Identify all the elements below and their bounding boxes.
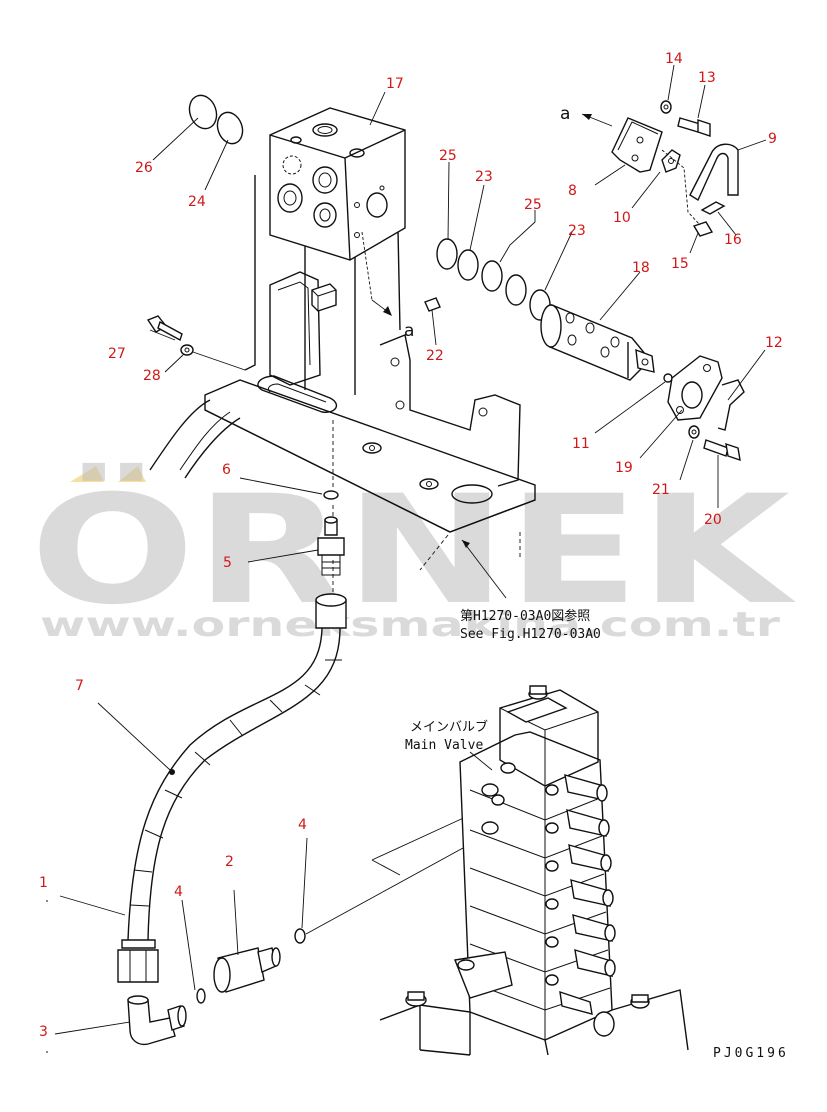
callout-labels: 17 26 24 25 23 25 23 18 22 14 13 9 8 10 …	[39, 51, 783, 1040]
reference-note-en: See Fig.H1270-03A0	[460, 627, 601, 642]
watermark-url: www.orneksmakina.com.tr	[40, 605, 780, 645]
view-marker-label-2: a	[404, 321, 414, 341]
reference-note-jp: 第H1270-03A0図参照	[460, 608, 590, 624]
callout-24: 24	[188, 194, 206, 210]
view-marker-label: a	[560, 104, 570, 124]
part-7-hose	[117, 593, 347, 983]
part-26-o-ring	[188, 94, 218, 130]
part-14-washer	[660, 100, 672, 114]
callout-23-top: 23	[475, 169, 493, 185]
part-16-clip	[700, 201, 726, 215]
callout-2: 2	[225, 854, 234, 870]
part-6-o-ring	[323, 490, 339, 500]
callout-7: 7	[75, 678, 84, 694]
part-8-bracket	[611, 117, 663, 173]
callout-27: 27	[108, 346, 126, 362]
view-marker-top: a	[560, 104, 613, 127]
part-18-spool	[540, 303, 655, 381]
watermark-accent-left	[70, 466, 104, 482]
callout-3: 3	[39, 1024, 48, 1040]
callout-14: 14	[665, 51, 683, 67]
callout-25-top: 25	[439, 148, 457, 164]
main-valve	[379, 685, 689, 1056]
part-17-valve-block	[269, 107, 406, 316]
callout-17: 17	[386, 76, 404, 92]
part-19-flange	[667, 355, 723, 421]
part-12-plate	[717, 379, 745, 431]
main-valve-label-jp: メインバルブ	[410, 719, 488, 735]
callout-22: 22	[426, 348, 444, 364]
bracket-assembly	[149, 175, 536, 599]
callout-12: 12	[765, 335, 783, 351]
callout-28: 28	[143, 368, 161, 384]
part-4-o-ring-left	[196, 988, 206, 1004]
valve-side-nuts	[481, 762, 559, 986]
part-13-bolt	[677, 117, 711, 137]
part-5-fitting	[317, 516, 345, 576]
callout-18: 18	[632, 260, 650, 276]
watermark-accent-right	[118, 466, 146, 482]
callout-11: 11	[572, 436, 590, 452]
callout-13: 13	[698, 70, 716, 86]
part-22-pin	[424, 297, 441, 312]
callout-15: 15	[671, 256, 689, 272]
part-21-washer	[688, 425, 700, 439]
part-25-backup-ring-2	[505, 274, 527, 306]
drawing-code: PJ0G196	[713, 1046, 789, 1061]
callout-25-middle: 25	[524, 197, 542, 213]
part-10-fitting	[661, 149, 681, 173]
callout-10: 10	[613, 210, 631, 226]
callout-4-left: 4	[174, 884, 183, 900]
callout-16: 16	[724, 232, 742, 248]
part-25-backup-ring	[436, 238, 503, 292]
part-20-bolt	[703, 439, 741, 462]
part-27-bolt	[146, 315, 183, 342]
watermark-brand: ÖRNEK	[30, 462, 796, 638]
part-28-washer	[180, 344, 194, 356]
callout-1: 1	[39, 875, 48, 891]
valve-spool-caps	[564, 774, 616, 977]
part-24-o-ring	[216, 111, 244, 145]
callout-8: 8	[568, 183, 577, 199]
reference-note: 第H1270-03A0図参照 See Fig.H1270-03A0	[460, 608, 601, 642]
main-valve-label: メインバルブ Main Valve	[405, 719, 493, 771]
part-4-o-ring-right	[294, 928, 306, 944]
callout-6: 6	[222, 462, 231, 478]
callout-20: 20	[704, 512, 722, 528]
callout-5: 5	[223, 555, 232, 571]
part-3-elbow	[127, 995, 187, 1046]
callout-23-middle: 23	[568, 223, 586, 239]
watermark: ÖRNEK www.orneksmakina.com.tr	[30, 462, 796, 645]
callout-4-right: 4	[298, 817, 307, 833]
part-9-clip	[689, 143, 739, 202]
callout-9: 9	[768, 131, 777, 147]
callout-19: 19	[615, 460, 633, 476]
callout-21: 21	[652, 482, 670, 498]
part-11-ball	[663, 373, 673, 383]
part-23-o-ring	[457, 249, 551, 321]
callout-leaders	[54, 64, 767, 1035]
part-2-adapter	[213, 947, 281, 993]
part-15-bolt	[692, 221, 714, 237]
view-marker-bottom: a	[404, 321, 414, 341]
main-valve-label-en: Main Valve	[405, 738, 483, 753]
callout-26: 26	[135, 160, 153, 176]
